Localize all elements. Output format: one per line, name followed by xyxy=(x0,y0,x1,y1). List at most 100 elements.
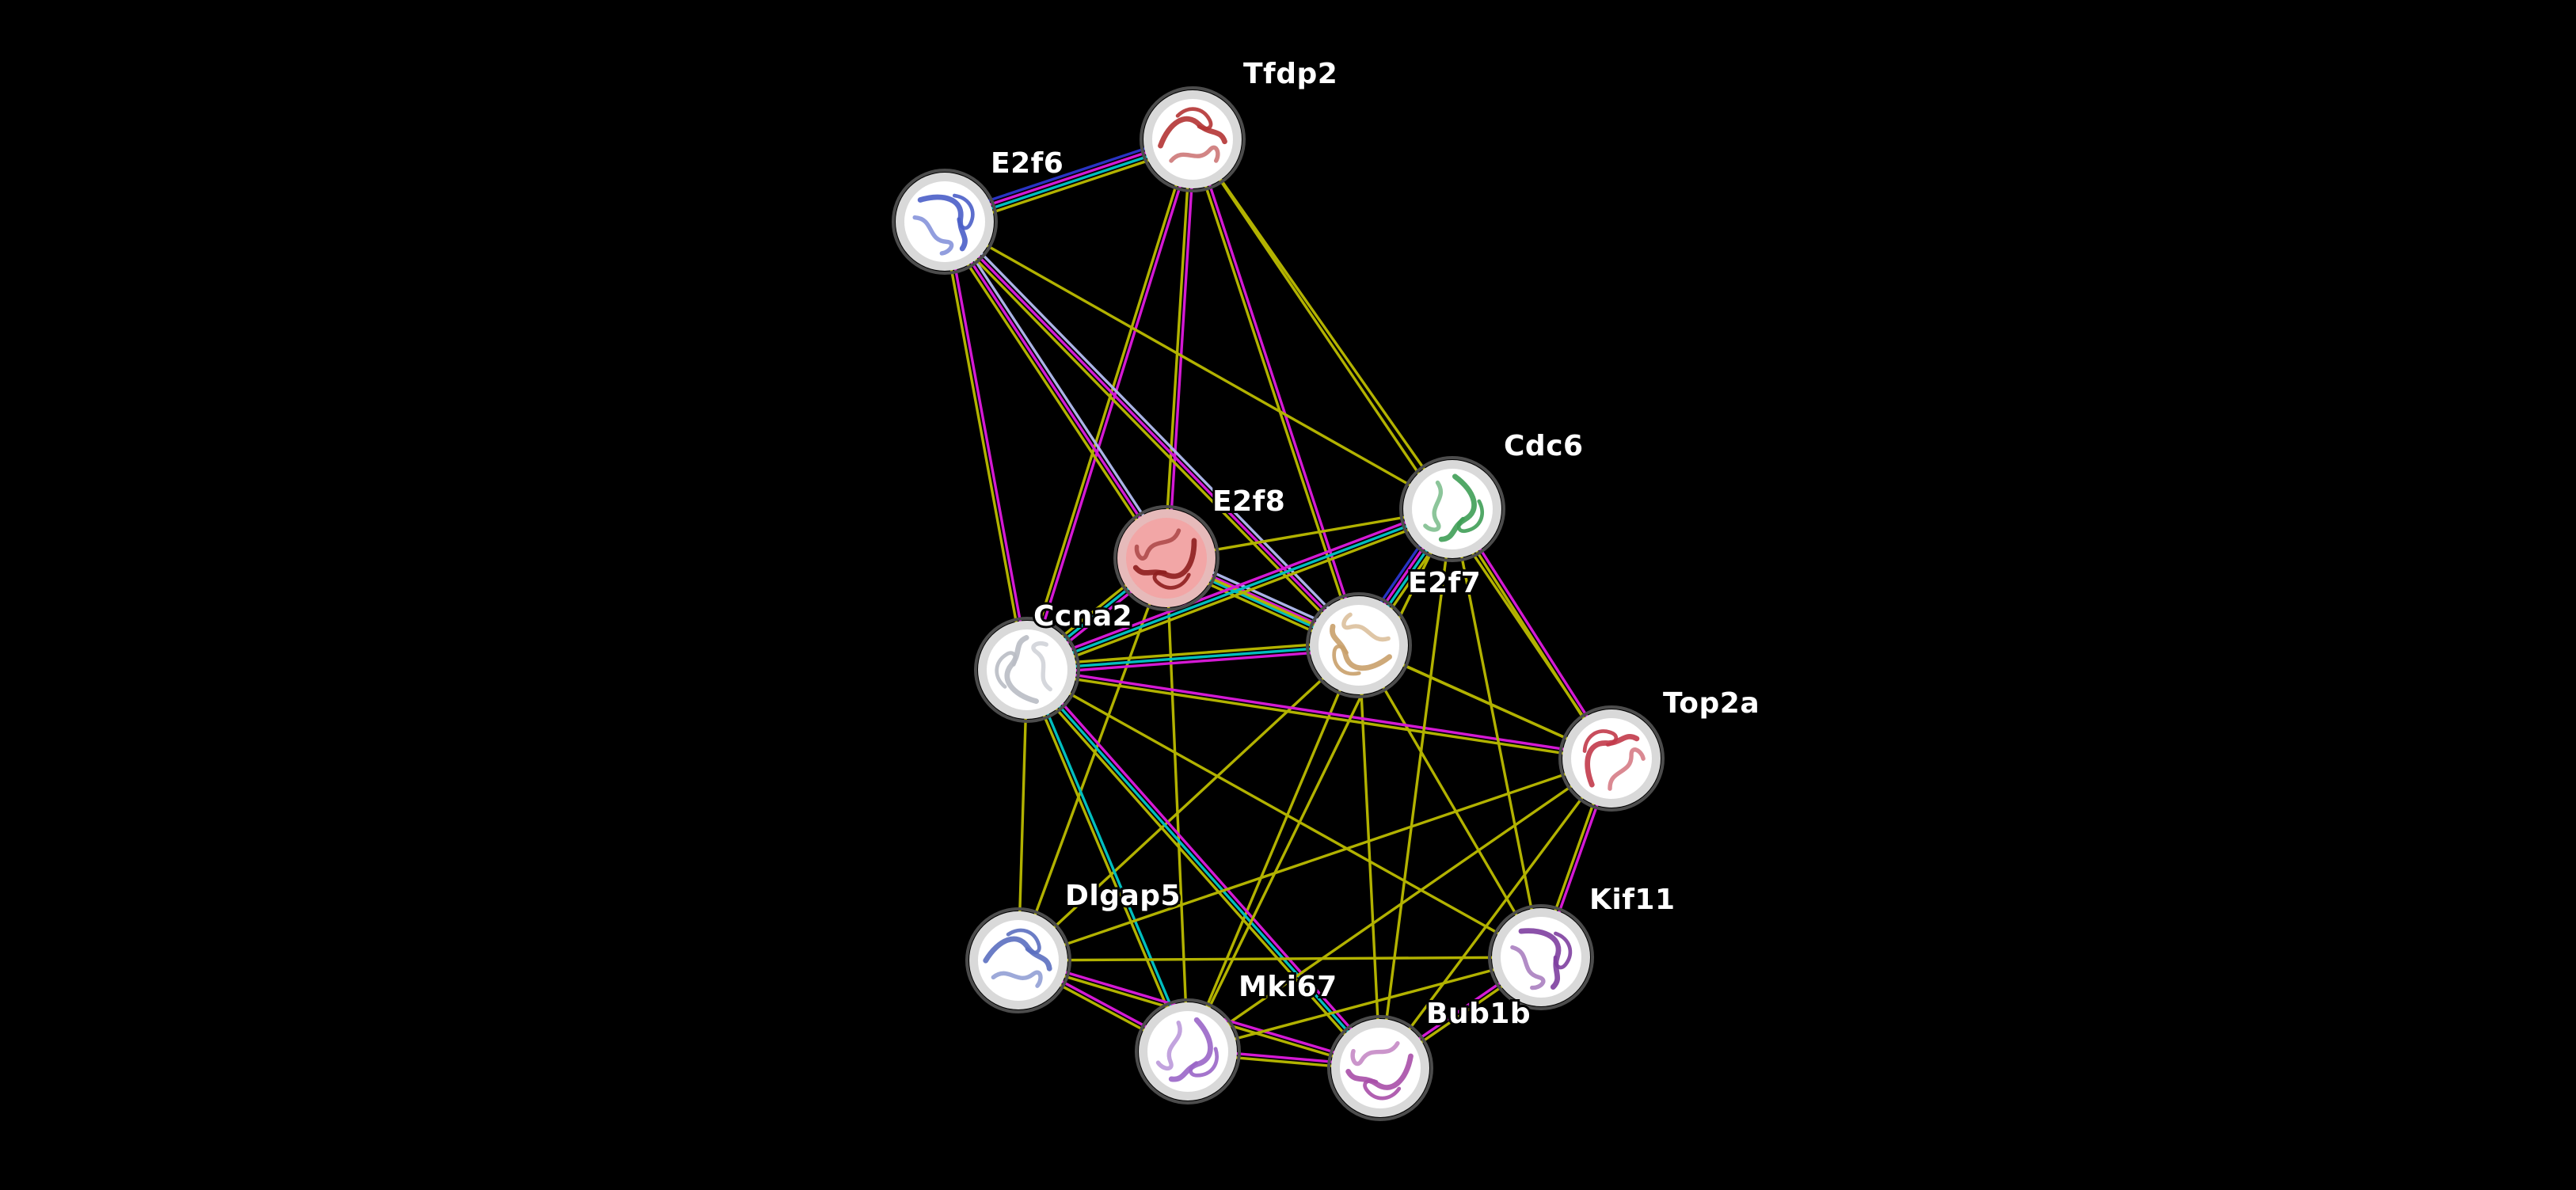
edge-Tfdp2-E2f7-textmining[interactable] xyxy=(1189,139,1359,648)
edge-Ccna2-Kif11-textmining[interactable] xyxy=(1025,668,1543,959)
protein-squiggle-2 xyxy=(1189,1047,1219,1078)
node-halo xyxy=(1327,1015,1433,1121)
protein-squiggle-0 xyxy=(917,194,968,252)
edge-Ccna2-Mki67-textmining[interactable] xyxy=(1023,669,1188,1054)
edge-E2f6-Cdc6-textmining[interactable] xyxy=(943,220,1454,511)
edge-Ccna2-Cdc6-experiments[interactable] xyxy=(1024,504,1452,667)
edge-Ccna2-Bub1b-databases[interactable] xyxy=(1025,668,1382,1070)
protein-squiggle-0 xyxy=(1004,635,1039,705)
node-label-Ccna2: Ccna2 xyxy=(1033,600,1132,633)
edge-Ccna2-Bub1b-textmining[interactable] xyxy=(1022,671,1379,1073)
edge-E2f7-Ccna2-textmining[interactable] xyxy=(1025,640,1360,667)
protein-squiggle-1 xyxy=(1423,480,1444,532)
node-Kif11[interactable] xyxy=(1488,904,1594,1010)
edge-E2f6-Ccna2-experiments[interactable] xyxy=(945,219,1031,671)
edge-E2f7-Kif11-textmining[interactable] xyxy=(1357,644,1543,959)
edge-Tfdp2-Ccna2-textmining[interactable] xyxy=(1023,137,1193,671)
protein-structure-icon xyxy=(1510,928,1573,990)
edge-E2f6-E2f8-textmining[interactable] xyxy=(939,222,1165,562)
node-label-Kif11: Kif11 xyxy=(1589,884,1676,916)
node-E2f8[interactable] xyxy=(1113,505,1220,611)
edge-Cdc6-Kif11-textmining[interactable] xyxy=(1451,508,1543,959)
protein-structure-icon xyxy=(1330,612,1393,676)
protein-structure-icon xyxy=(1345,1041,1414,1101)
protein-squiggle-2 xyxy=(1582,729,1619,753)
edge-Cdc6-Mki67-textmining[interactable] xyxy=(1186,508,1454,1053)
edge-E2f8-Mki67-textmining[interactable] xyxy=(1165,557,1189,1053)
edge-E2f6-E2f8-experiments[interactable] xyxy=(943,220,1168,560)
edge-Top2a-Dlgap5-textmining[interactable] xyxy=(1017,757,1613,962)
protein-structure-icon xyxy=(1158,107,1227,163)
node-Bub1b[interactable] xyxy=(1327,1015,1433,1121)
node-halo xyxy=(892,169,998,275)
edge-Cdc6-Top2a-textmining[interactable] xyxy=(1449,508,1611,762)
protein-squiggle-1 xyxy=(912,215,954,256)
protein-squiggle-1 xyxy=(1341,612,1391,642)
protein-structure-icon xyxy=(983,928,1052,988)
node-label-Mki67: Mki67 xyxy=(1239,971,1337,1003)
edge-E2f7-Ccna2-experiments[interactable] xyxy=(1025,648,1361,675)
node-Dlgap5[interactable] xyxy=(965,907,1071,1013)
edge-Tfdp2-E2f7-experiments[interactable] xyxy=(1193,137,1363,646)
protein-squiggle-2 xyxy=(1332,644,1361,676)
protein-structure-icon xyxy=(1132,528,1197,590)
protein-squiggle-0 xyxy=(1585,734,1640,788)
edge-E2f6-E2f7-textmining[interactable] xyxy=(940,222,1357,650)
edge-Cdc6-Top2a-experiments[interactable] xyxy=(1452,506,1615,759)
protein-structure-icon xyxy=(1155,1017,1219,1082)
node-halo xyxy=(1140,86,1246,192)
edge-Top2a-Mki67-textmining[interactable] xyxy=(1186,757,1613,1053)
edge-Tfdp2-Ccna2-experiments[interactable] xyxy=(1027,139,1197,672)
edge-Top2a-Bub1b-textmining[interactable] xyxy=(1379,757,1613,1070)
node-label-Dlgap5: Dlgap5 xyxy=(1065,880,1181,912)
edge-E2f6-E2f8-homology[interactable] xyxy=(946,218,1172,557)
edge-E2f6-E2f7-homology[interactable] xyxy=(946,217,1364,644)
edge-E2f7-Bub1b-textmining[interactable] xyxy=(1357,644,1382,1070)
edge-Tfdp2-E2f8-textmining[interactable] xyxy=(1162,138,1193,560)
protein-squiggle-2 xyxy=(1175,107,1213,131)
edge-E2f7-Dlgap5-textmining[interactable] xyxy=(1017,644,1360,962)
edge-Ccna2-Top2a-experiments[interactable] xyxy=(1025,666,1614,758)
edge-Ccna2-Top2a-textmining[interactable] xyxy=(1025,670,1613,762)
protein-squiggle-2 xyxy=(995,651,1018,689)
protein-squiggle-1 xyxy=(1350,1041,1400,1066)
protein-squiggle-0 xyxy=(1518,928,1562,990)
node-E2f6[interactable] xyxy=(892,169,998,275)
edge-E2f7-Ccna2-databases[interactable] xyxy=(1025,644,1360,671)
node-Mki67[interactable] xyxy=(1135,998,1241,1104)
protein-squiggle-2 xyxy=(1006,928,1041,955)
edge-Ccna2-Bub1b-experiments[interactable] xyxy=(1029,665,1385,1067)
node-halo xyxy=(1306,592,1412,698)
protein-squiggle-2 xyxy=(1152,570,1191,590)
edge-Mki67-Kif11-textmining[interactable] xyxy=(1186,956,1543,1053)
protein-squiggle-1 xyxy=(1031,641,1052,692)
protein-squiggle-1 xyxy=(1608,747,1646,791)
edge-Dlgap5-Kif11-textmining[interactable] xyxy=(1017,956,1543,962)
node-halo xyxy=(974,617,1080,723)
protein-squiggle-2 xyxy=(1553,931,1573,970)
protein-squiggle-1 xyxy=(1510,945,1546,990)
protein-squiggle-2 xyxy=(1363,1078,1402,1101)
edge-E2f6-Ccna2-textmining[interactable] xyxy=(941,220,1027,672)
node-Top2a[interactable] xyxy=(1558,705,1665,812)
edge-Ccna2-Mki67-databases[interactable] xyxy=(1027,667,1192,1052)
node-label-Bub1b: Bub1b xyxy=(1426,998,1531,1030)
node-halo xyxy=(965,907,1071,1013)
node-Tfdp2[interactable] xyxy=(1140,86,1246,192)
node-E2f7[interactable] xyxy=(1306,592,1412,698)
protein-squiggle-2 xyxy=(952,193,975,230)
protein-structure-icon xyxy=(912,193,975,256)
edge-Cdc6-Bub1b-textmining[interactable] xyxy=(1379,508,1454,1070)
edge-Ccna2-Cdc6-databases[interactable] xyxy=(1025,508,1454,671)
edge-Ccna2-Cdc6-textmining[interactable] xyxy=(1027,511,1455,675)
protein-squiggle-2 xyxy=(1456,499,1484,534)
edge-Tfdp2-E2f8-experiments[interactable] xyxy=(1166,138,1197,560)
node-Cdc6[interactable] xyxy=(1399,456,1505,562)
nodes-layer xyxy=(892,86,1665,1121)
protein-structure-icon xyxy=(995,635,1052,705)
node-label-Top2a: Top2a xyxy=(1663,687,1760,720)
node-Ccna2[interactable] xyxy=(974,617,1080,723)
